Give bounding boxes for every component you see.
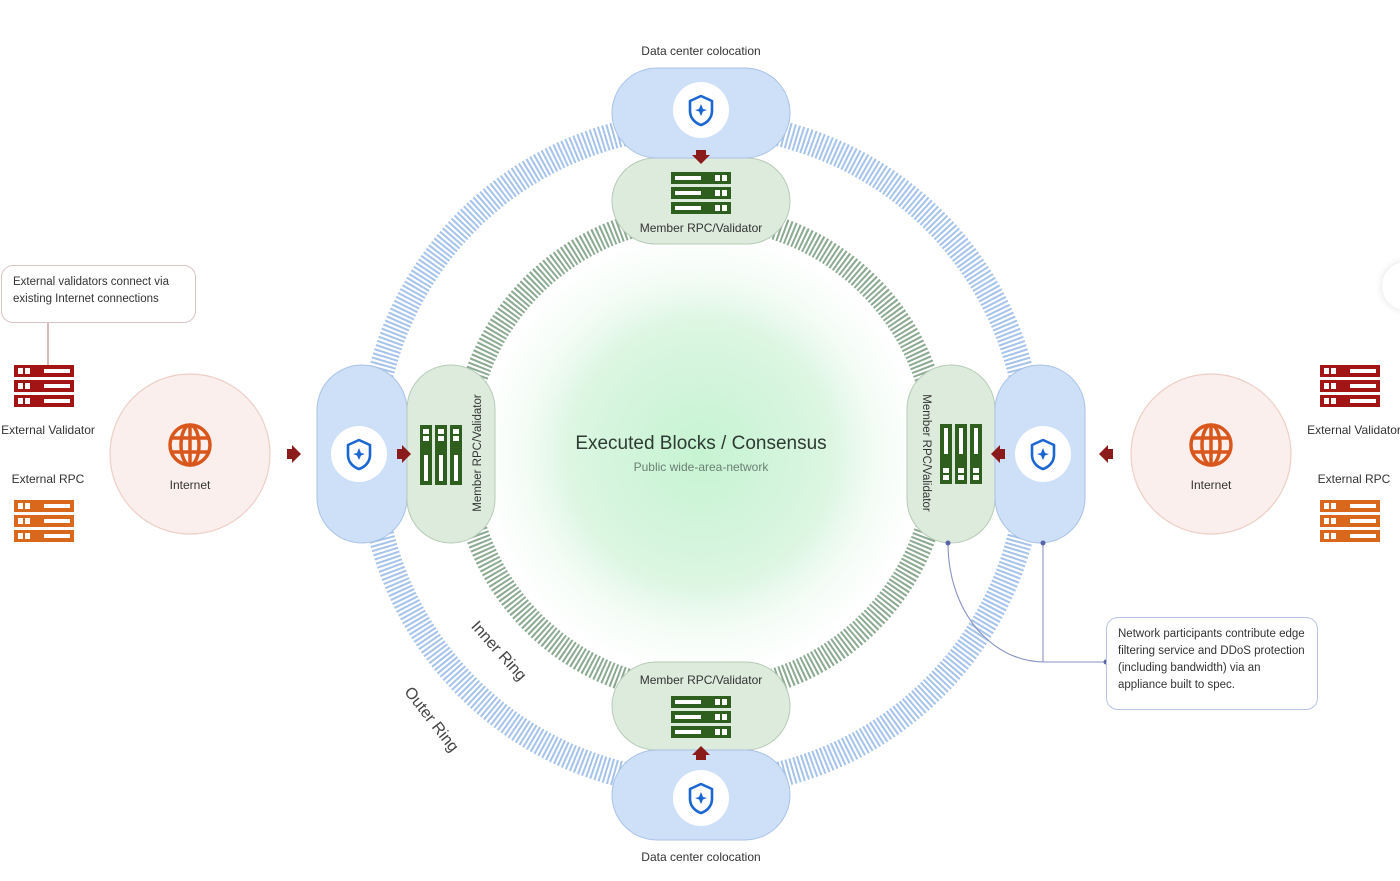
right-external-rpc-icon <box>1320 500 1380 542</box>
server-rack-icon <box>420 425 462 485</box>
top-colocation-label: Data center colocation <box>641 44 761 58</box>
right-external-validator-icon <box>1320 365 1380 407</box>
left-external-rpc-icon <box>14 500 74 542</box>
left-internet-label: Internet <box>169 478 211 492</box>
bottom-member-label: Member RPC/Validator <box>639 673 763 687</box>
left-member-label: Member RPC/Validator <box>472 394 484 512</box>
consensus-subtitle: Public wide-area-network <box>633 460 769 474</box>
bottom-colocation-label: Data center colocation <box>641 850 761 864</box>
external-validators-callout: External validators connect via existing… <box>1 265 196 323</box>
arrow-icon <box>991 445 1005 463</box>
arrow-icon <box>397 445 411 463</box>
right-member-label: Member RPC/Validator <box>920 394 932 512</box>
right-external-validator-label: External Validator <box>1307 423 1400 437</box>
top-member-label: Member RPC/Validator <box>639 221 763 235</box>
edge-control-button[interactable] <box>1382 262 1400 310</box>
arrow-icon <box>1099 445 1113 463</box>
arrow-icon <box>287 445 301 463</box>
right-external-rpc-label: External RPC <box>1317 472 1391 486</box>
arrow-icon <box>692 150 710 164</box>
consensus-title: Executed Blocks / Consensus <box>575 433 827 454</box>
left-external-validator-label: External Validator <box>1 423 95 437</box>
server-rack-icon <box>940 424 982 484</box>
consensus-core <box>461 214 941 694</box>
left-external-rpc-label: External RPC <box>11 472 85 486</box>
arrow-icon <box>692 746 710 760</box>
left-external-validator-icon <box>14 365 74 407</box>
edge-filtering-callout: Network participants contribute edge fil… <box>1106 617 1318 710</box>
right-internet-label: Internet <box>1190 478 1232 492</box>
